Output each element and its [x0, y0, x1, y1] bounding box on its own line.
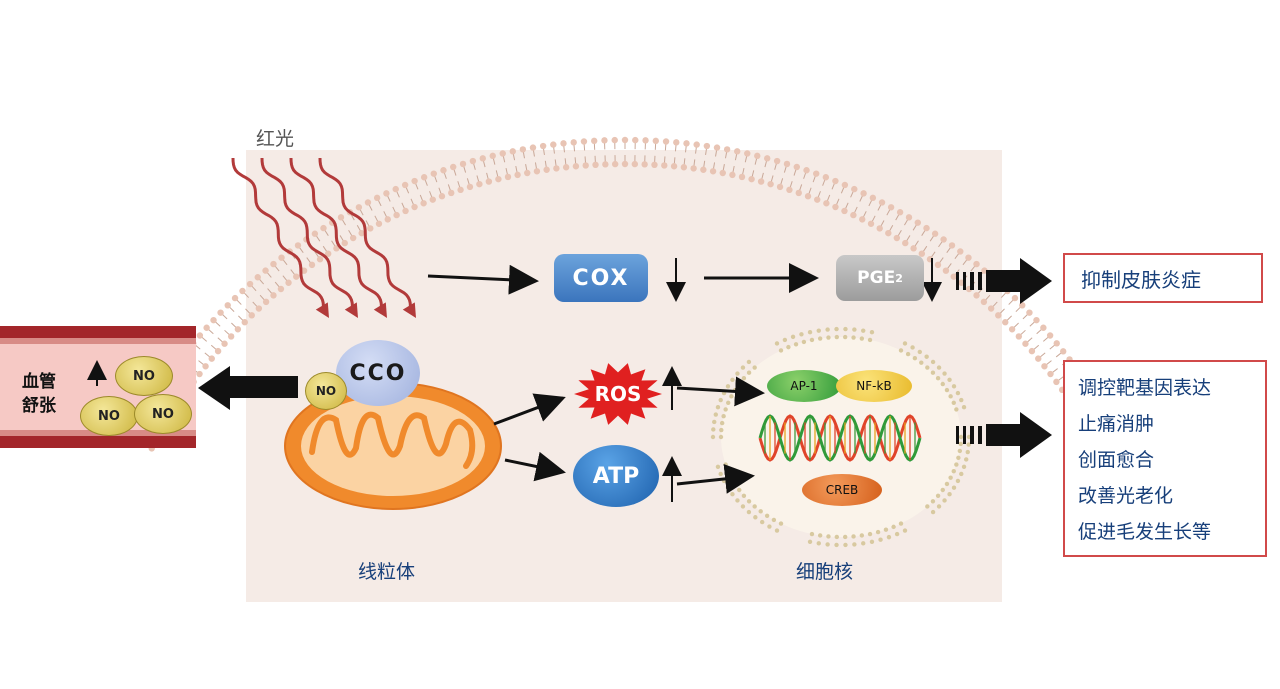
- arrow-mito-to-ros: [493, 393, 566, 426]
- dna-helix: [758, 414, 922, 462]
- ros-burst: [574, 363, 662, 425]
- inflammation-output-arrow: [956, 258, 1052, 304]
- vasodilation-line-2: 舒张: [22, 396, 56, 416]
- arrow-atp-to-nucleus: [676, 463, 755, 494]
- vasodilation-label: 血管 舒张: [22, 370, 68, 418]
- creb-factor: CREB: [802, 474, 882, 506]
- red-light-waves: [231, 157, 416, 318]
- effect-item-4: 改善光老化: [1078, 485, 1174, 507]
- effect-item-1: 调控靶基因表达: [1078, 377, 1212, 399]
- ap1-factor: AP-1: [767, 370, 841, 402]
- effect-item-3: 创面愈合: [1078, 449, 1155, 471]
- atp-node: ATP: [573, 445, 659, 507]
- effect-item-5: 促进毛发生长等: [1078, 521, 1212, 543]
- inflammation-outcome-box: 抑制皮肤炎症: [1063, 253, 1263, 303]
- no-molecule-vessel-2: NO: [80, 396, 138, 436]
- no-molecule-vessel-1: NO: [115, 356, 173, 396]
- cox-node: COX: [554, 254, 648, 302]
- arrow-mito-to-atp: [504, 451, 566, 482]
- nfkb-factor: NF-kB: [836, 370, 912, 402]
- effects-outcome-box: 调控靶基因表达 止痛消肿 创面愈合 改善光老化 促进毛发生长等: [1063, 360, 1267, 557]
- no-molecule-vessel-3: NO: [134, 394, 192, 434]
- effect-item-2: 止痛消肿: [1078, 413, 1155, 435]
- mitochondria-organelle: [284, 382, 502, 510]
- nucleus-label: 细胞核: [796, 561, 854, 583]
- mitochondria-label: 线粒体: [358, 561, 416, 583]
- vessel-output-arrow: [198, 366, 298, 410]
- vasodilation-line-1: 血管: [22, 372, 56, 392]
- ros-label: ROS: [594, 382, 642, 406]
- pge2-subscript: 2: [895, 271, 903, 285]
- effects-output-arrow: [956, 412, 1052, 458]
- pge2-label: PGE: [857, 268, 896, 288]
- cco-node: CCO: [336, 340, 420, 406]
- no-molecule-cco: NO: [305, 372, 347, 410]
- arrow-to-cox: [427, 264, 539, 295]
- red-light-label: 红光: [256, 128, 295, 150]
- arrow-ros-to-nucleus: [676, 376, 765, 407]
